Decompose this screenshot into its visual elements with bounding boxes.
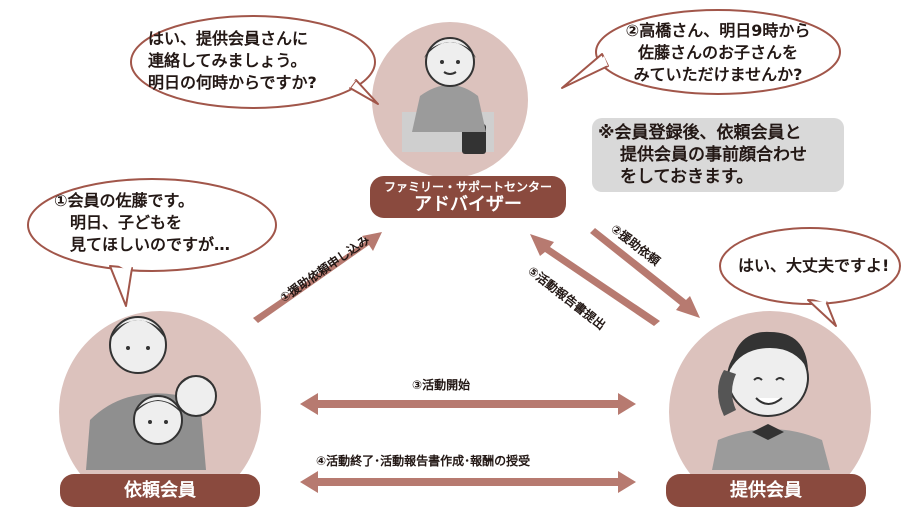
advisor-figure-icon: [402, 37, 494, 154]
note-box: ※会員登録後、依頼会員と 提供会員の事前顔合わせ をしておきます。: [592, 118, 844, 192]
arrow-apply: [253, 232, 382, 323]
arrow-request: [590, 228, 700, 318]
arrow-report: [530, 234, 660, 326]
advisor-label: ファミリー・サポートセンター アドバイザー: [370, 176, 566, 218]
arrow-start: [300, 393, 636, 415]
bubble-line: ①会員の佐藤です。: [54, 191, 194, 210]
mother-and-child-icon: [86, 316, 217, 470]
advisor-title: アドバイザー: [414, 194, 522, 215]
note-line: 提供会員の事前顔合わせ: [620, 145, 807, 165]
bubble-line: 明日の何時からですか?: [148, 73, 317, 92]
bubble-advisor: [130, 15, 379, 109]
arrow-finish: [300, 471, 636, 493]
bubble-line: ②高橋さん、明日9時から: [625, 21, 811, 40]
bubble-line: みていただけませんか?: [633, 65, 803, 84]
provider-label: 提供会員: [666, 474, 866, 507]
bubble-advisor-request: [561, 9, 841, 95]
bubble-provider: [719, 227, 901, 327]
bubble-advisor-request-text: ②高橋さん、明日9時から 佐藤さんのお子さんを みていただけませんか?: [614, 20, 822, 86]
arrow-start-label: ③活動開始: [412, 378, 471, 392]
phone-caller-icon: [712, 331, 830, 470]
bubble-provider-text: はい、大丈夫ですよ!: [738, 255, 889, 277]
advisor-caption: ファミリー・サポートセンター: [383, 180, 552, 194]
arrow-finish-label: ④活動終了･活動報告書作成･報酬の授受: [316, 454, 531, 468]
bubble-line: はい、大丈夫ですよ!: [738, 256, 890, 275]
bubble-line: 見てほしいのですが…: [70, 235, 231, 254]
bubble-requester-text: ①会員の佐藤です。 明日、子どもを 見てほしいのですが…: [54, 190, 230, 256]
requester-label: 依頼会員: [60, 474, 260, 507]
bubble-requester: [27, 178, 277, 307]
note-line: をしておきます。: [620, 167, 754, 187]
bubble-line: はい、提供会員さんに: [148, 29, 309, 48]
note-line: ※会員登録後、依頼会員と: [598, 123, 802, 143]
bubble-line: 連絡してみましょう。: [148, 51, 307, 70]
bubble-advisor-text: はい、提供会員さんに 連絡してみましょう。 明日の何時からですか?: [148, 28, 317, 94]
bubble-line: 明日、子どもを: [70, 213, 183, 232]
bubble-line: 佐藤さんのお子さんを: [637, 43, 798, 62]
